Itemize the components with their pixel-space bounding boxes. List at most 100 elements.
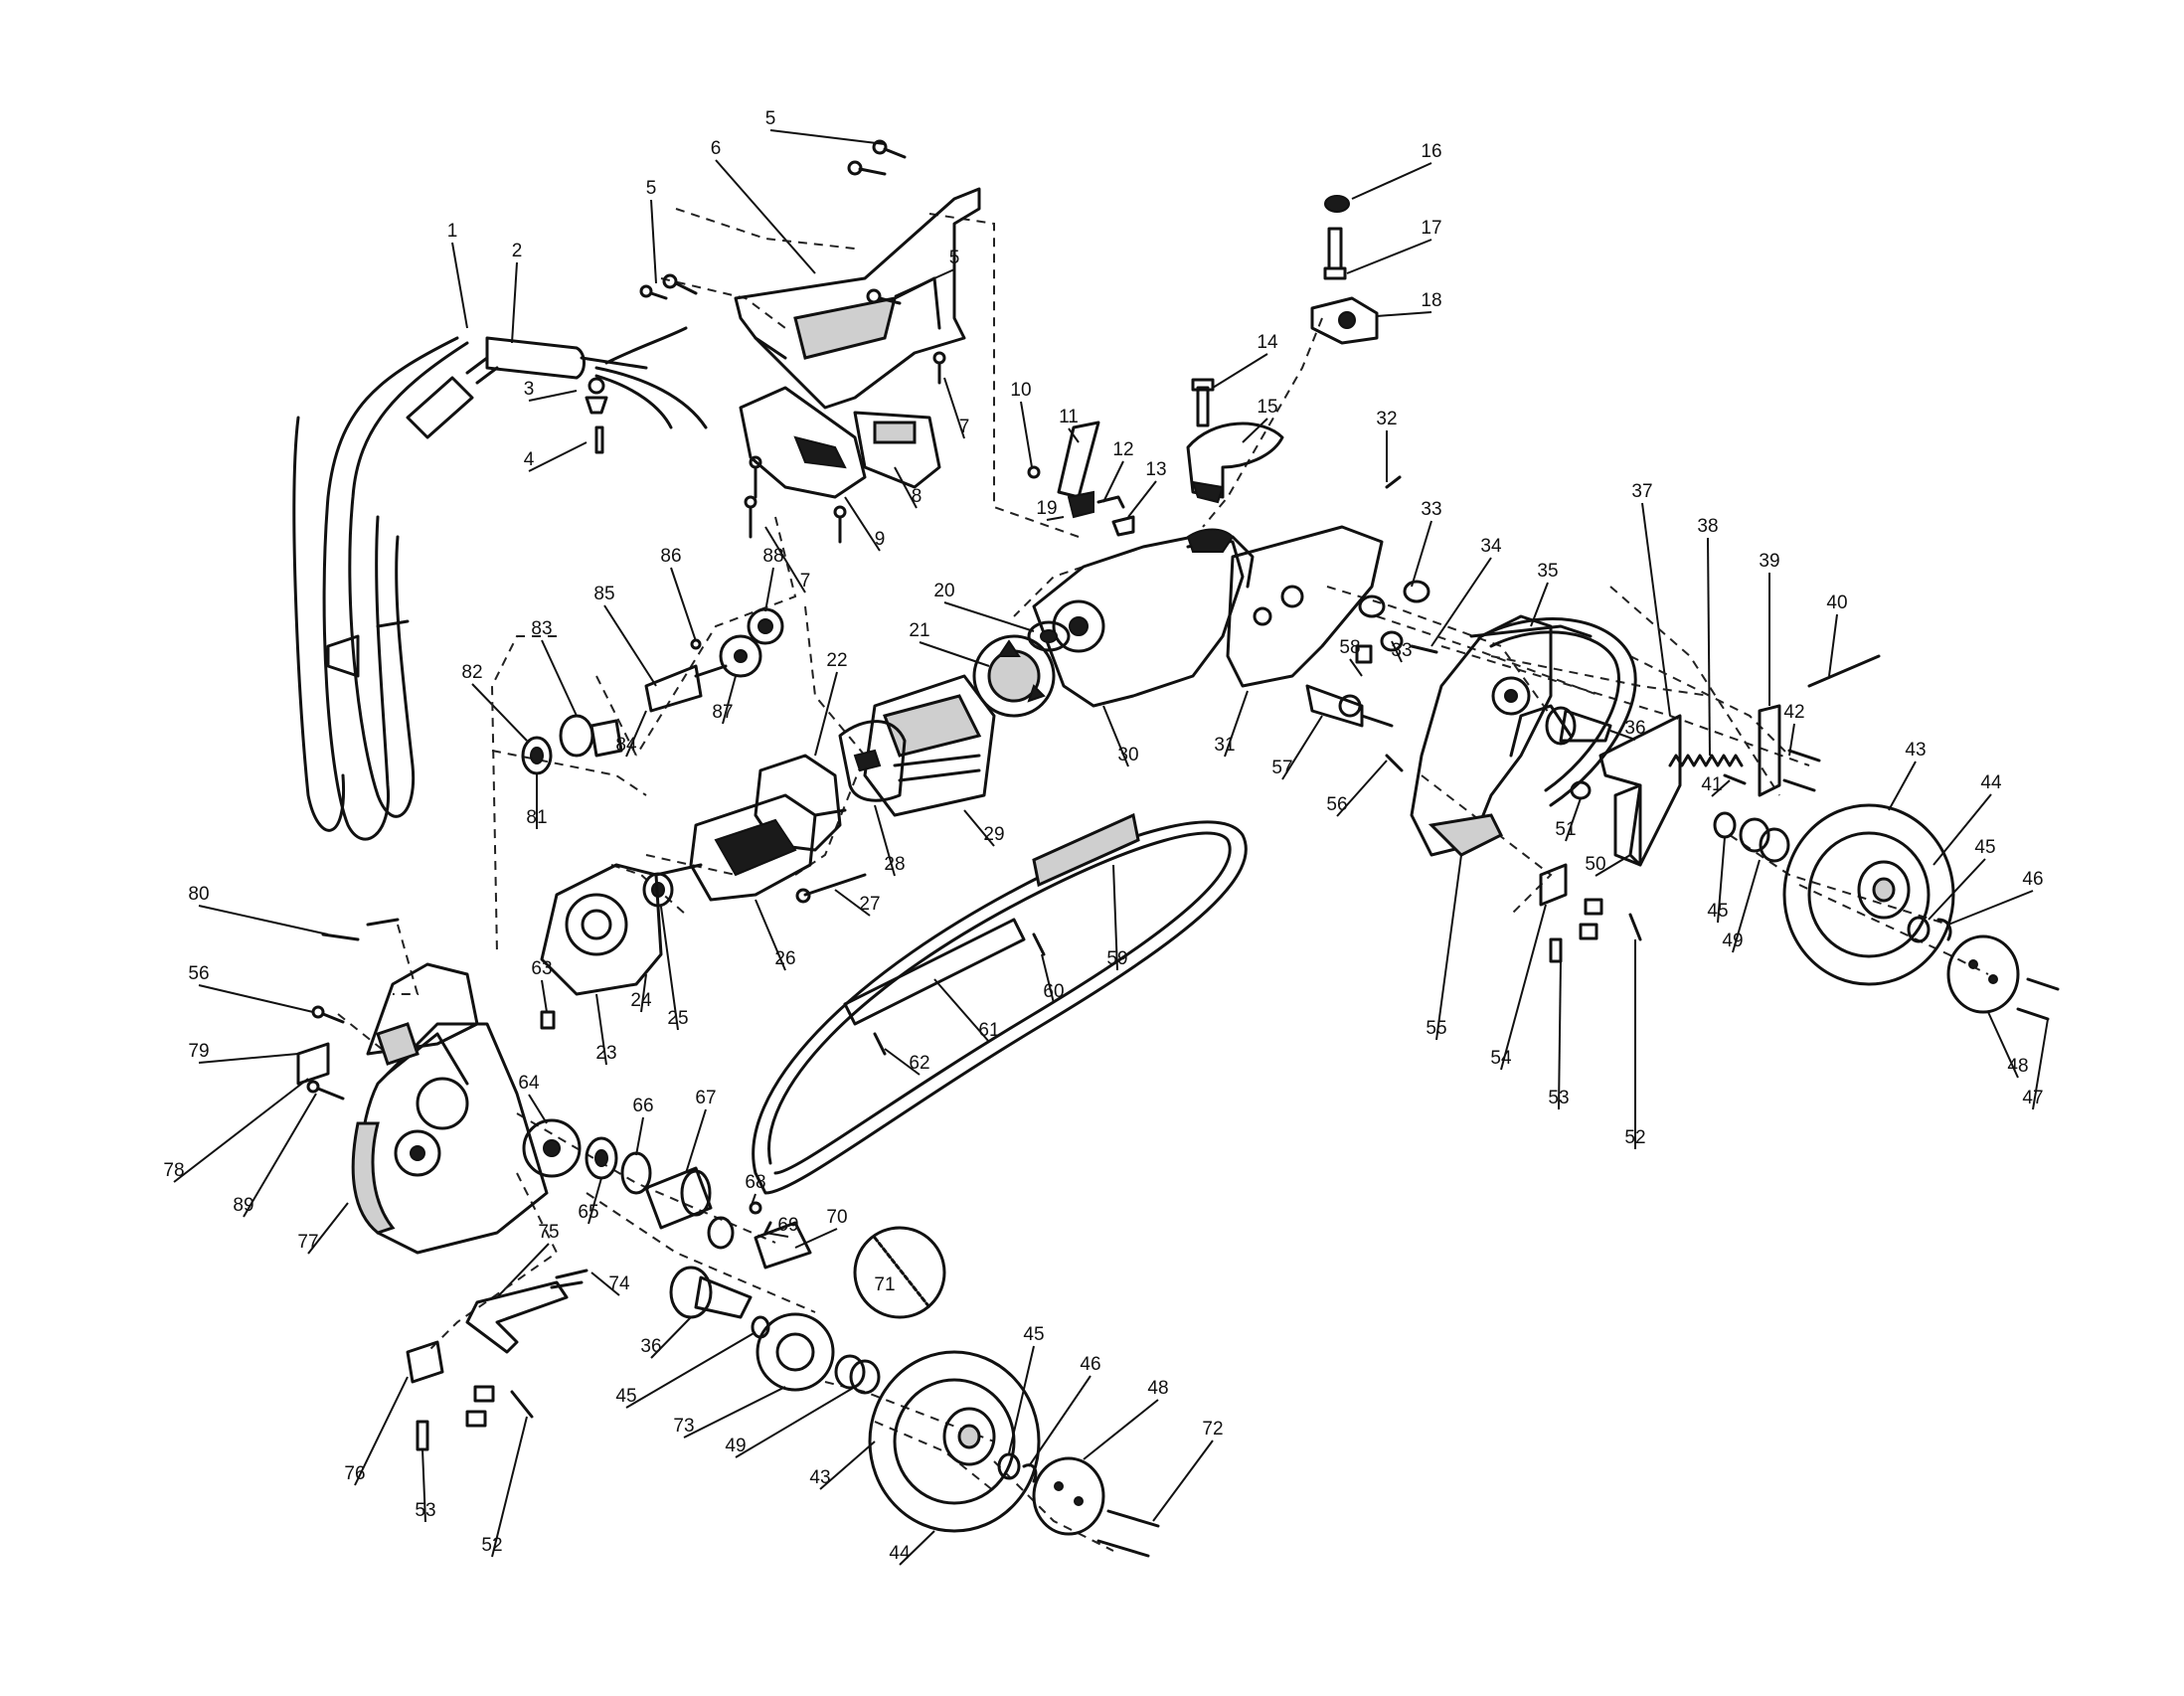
callout-label-c49b: 49 (725, 1436, 746, 1456)
callout-label-c68: 68 (745, 1172, 765, 1193)
callout-label-c35: 35 (1537, 561, 1558, 582)
bracket-18 (1310, 296, 1379, 345)
cord-clamp (585, 377, 608, 415)
leader-c11 (1068, 427, 1080, 443)
callout-label-c24: 24 (630, 990, 652, 1011)
leader-c45c (625, 1331, 756, 1409)
drive-shaft-36-left (669, 1266, 753, 1319)
callout-label-c54: 54 (1490, 1048, 1512, 1069)
callout-label-c89: 89 (233, 1195, 253, 1216)
drive-shaft-36-right (1545, 706, 1612, 746)
callout-label-c32: 32 (1376, 409, 1397, 429)
callout-label-c61: 61 (978, 1020, 999, 1041)
callout-label-c3: 3 (524, 379, 535, 400)
leader-c86 (670, 567, 697, 642)
leader-c59 (1112, 864, 1118, 971)
callout-label-c55: 55 (1426, 1018, 1446, 1039)
callout-label-c23: 23 (595, 1043, 616, 1064)
leader-c49a (1732, 859, 1761, 953)
leader-c72 (1152, 1440, 1214, 1522)
left-gear-case (351, 1022, 549, 1255)
leader-c13 (1127, 480, 1157, 518)
callout-label-c21: 21 (909, 620, 929, 641)
callout-label-c53b: 53 (415, 1500, 435, 1521)
callout-label-c6: 6 (711, 138, 722, 159)
gear-housing (1032, 528, 1255, 708)
callout-label-c73: 73 (673, 1416, 694, 1437)
leader-c30 (1102, 705, 1129, 767)
spring-38 (1668, 754, 1744, 767)
leader-c37 (1641, 502, 1671, 717)
knob (1186, 422, 1284, 504)
callout-label-c77: 77 (297, 1232, 318, 1253)
leader-c27 (834, 889, 871, 917)
leader-c18 (1376, 311, 1432, 317)
callout-label-c44a: 44 (1980, 772, 2002, 793)
callout-label-c86: 86 (660, 546, 681, 567)
leader-c45b (1717, 836, 1726, 924)
callout-label-c33a: 33 (1421, 499, 1441, 520)
leader-c61 (933, 978, 990, 1043)
leader-c84 (625, 710, 647, 758)
leader-c21 (919, 641, 990, 667)
ring-46-right (1936, 918, 1952, 941)
leader-c43a (1888, 761, 1917, 811)
leader-c67 (685, 1108, 707, 1174)
callout-label-c19: 19 (1036, 498, 1057, 519)
sleeve-67 (644, 1166, 713, 1230)
callout-label-c18: 18 (1421, 290, 1441, 311)
right-small-parts (1305, 475, 1438, 728)
leader-c9 (844, 496, 881, 552)
leader-c22 (814, 671, 838, 757)
leader-c33a (1411, 520, 1432, 588)
block-76 (406, 1340, 444, 1384)
screws-53-left (416, 1385, 495, 1451)
leader-c53b (421, 1448, 426, 1523)
callout-label-c28: 28 (884, 854, 905, 875)
callout-label-c25: 25 (667, 1008, 688, 1029)
callout-label-c70: 70 (826, 1207, 847, 1228)
callout-label-c5b: 5 (646, 178, 657, 199)
callout-label-c65: 65 (578, 1202, 598, 1223)
callout-label-c1: 1 (447, 221, 458, 242)
leader-c77 (307, 1202, 349, 1255)
screws-47 (2016, 977, 2060, 1021)
callout-label-c83: 83 (531, 618, 552, 639)
leader-c54 (1500, 904, 1547, 1071)
callout-label-c47: 47 (2022, 1088, 2043, 1108)
callout-label-c88: 88 (762, 546, 783, 567)
bracket-50 (1613, 783, 1642, 867)
leader-c24 (640, 973, 647, 1013)
callout-label-c11: 11 (1059, 407, 1079, 427)
leader-c31 (1224, 690, 1249, 758)
callout-label-c85: 85 (593, 584, 614, 604)
callout-label-c69: 69 (777, 1215, 798, 1236)
screw-27 (795, 873, 867, 904)
callout-label-c44b: 44 (889, 1543, 911, 1564)
callout-label-c15: 15 (1257, 397, 1277, 418)
callout-label-c41: 41 (1701, 774, 1722, 795)
callout-label-c34: 34 (1480, 536, 1502, 557)
leader-c52b (491, 1416, 528, 1558)
callout-label-c56b: 56 (188, 963, 209, 984)
leader-c40 (1828, 613, 1838, 677)
leader-c83 (541, 639, 578, 717)
leader-c23 (595, 993, 607, 1066)
leader-c36b (650, 1316, 692, 1359)
bearing-65 (585, 1136, 618, 1180)
leader-c43b (819, 1441, 876, 1490)
bolt-40 (1807, 654, 1881, 688)
callout-label-c79: 79 (188, 1041, 209, 1062)
screw-60 (1032, 933, 1046, 956)
leader-c12 (1102, 460, 1124, 503)
screws-74 (550, 1269, 588, 1289)
callout-label-c57: 57 (1271, 758, 1292, 778)
gear-64 (522, 1118, 582, 1178)
leader-c74 (590, 1272, 620, 1296)
callout-label-c64: 64 (518, 1073, 540, 1094)
leader-c57 (1281, 715, 1323, 780)
callout-label-c20: 20 (933, 581, 954, 601)
callout-label-c58: 58 (1339, 637, 1360, 658)
lock-lever (1027, 421, 1135, 537)
callout-label-c87: 87 (712, 702, 733, 723)
